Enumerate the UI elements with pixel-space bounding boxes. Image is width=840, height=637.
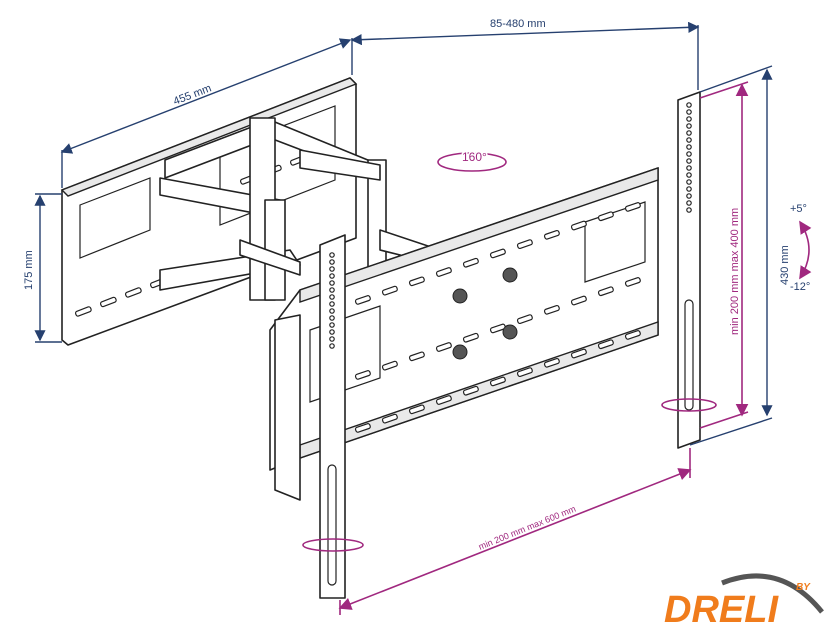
tilt-arrow-icon <box>799 220 812 280</box>
slot <box>381 413 398 424</box>
slot <box>462 385 479 396</box>
slot <box>354 370 371 380</box>
hole <box>686 102 692 108</box>
dim-vesa-vertical-label: min 200 mm max 400 mm <box>729 208 741 335</box>
swivel-arrow-icon <box>437 152 507 172</box>
hole <box>329 322 335 328</box>
swivel-label: 160° <box>462 150 487 164</box>
slot <box>570 220 587 231</box>
slot <box>624 202 641 212</box>
svg-text:DRELI: DRELI <box>664 589 779 631</box>
slot <box>489 323 506 334</box>
slot <box>381 285 398 296</box>
slot <box>408 404 425 415</box>
dim-455-label: 455 mm <box>172 82 213 107</box>
hole <box>686 193 692 199</box>
slot <box>408 276 425 287</box>
slot <box>624 277 641 287</box>
slot <box>597 339 614 350</box>
slot <box>516 239 533 249</box>
slot <box>489 248 506 259</box>
dim-455 <box>60 38 352 188</box>
dim-430-label: 430 mm <box>779 245 791 285</box>
tilt-up-label: +5° <box>790 203 807 215</box>
hole <box>686 137 692 143</box>
hole <box>329 336 335 342</box>
dim-vesa-horizontal <box>338 448 692 615</box>
hole <box>686 151 692 157</box>
slot <box>99 296 117 308</box>
hole <box>686 109 692 115</box>
svg-text:BY: BY <box>796 582 811 593</box>
slot <box>489 376 506 387</box>
hole <box>686 186 692 192</box>
dreli-logo: DRELI BY <box>664 573 824 631</box>
slot <box>74 306 92 317</box>
hole <box>329 259 335 265</box>
hole <box>329 294 335 300</box>
hole <box>329 315 335 321</box>
hole <box>686 123 692 129</box>
slot <box>543 357 560 368</box>
right-vertical-rail <box>677 91 701 449</box>
slot <box>543 304 560 315</box>
dim-85-480 <box>350 21 700 90</box>
hole <box>686 179 692 185</box>
hole <box>329 343 335 349</box>
slot <box>435 342 452 352</box>
left-vertical-rail <box>319 234 346 599</box>
dim-85-480-label: 85-480 mm <box>490 18 546 30</box>
slot <box>381 360 398 371</box>
slot <box>570 348 587 359</box>
hole <box>329 308 335 314</box>
rotation-left-icon <box>302 538 364 552</box>
hole <box>329 301 335 307</box>
slot <box>408 351 425 362</box>
slot <box>354 423 371 433</box>
hole <box>686 200 692 206</box>
hole <box>329 287 335 293</box>
slot <box>435 395 452 405</box>
dim-vesa-vertical <box>699 81 749 429</box>
slot <box>597 286 614 297</box>
slot <box>570 295 587 306</box>
hole <box>329 329 335 335</box>
slot <box>124 287 142 298</box>
hole <box>686 172 692 178</box>
hole <box>686 116 692 122</box>
dim-430 <box>689 65 773 446</box>
hole <box>686 158 692 164</box>
slot <box>435 267 452 277</box>
tilt-down-label: -12° <box>790 281 810 293</box>
slot <box>597 211 614 222</box>
slot <box>462 257 479 268</box>
dim-vesa-horizontal-label: min 200 mm max 600 mm <box>477 504 577 552</box>
hole <box>686 165 692 171</box>
slot <box>462 332 479 343</box>
hole <box>329 266 335 272</box>
hole <box>329 252 335 258</box>
slot <box>516 314 533 324</box>
hole <box>329 273 335 279</box>
rotation-right-icon <box>661 398 717 412</box>
slot <box>516 367 533 377</box>
dim-175-label: 175 mm <box>23 250 35 290</box>
hole <box>686 130 692 136</box>
slot <box>543 229 560 240</box>
hole <box>329 280 335 286</box>
hole <box>686 144 692 150</box>
slot <box>624 330 641 340</box>
slot <box>354 295 371 305</box>
dim-175 <box>34 193 62 343</box>
hole <box>686 207 692 213</box>
